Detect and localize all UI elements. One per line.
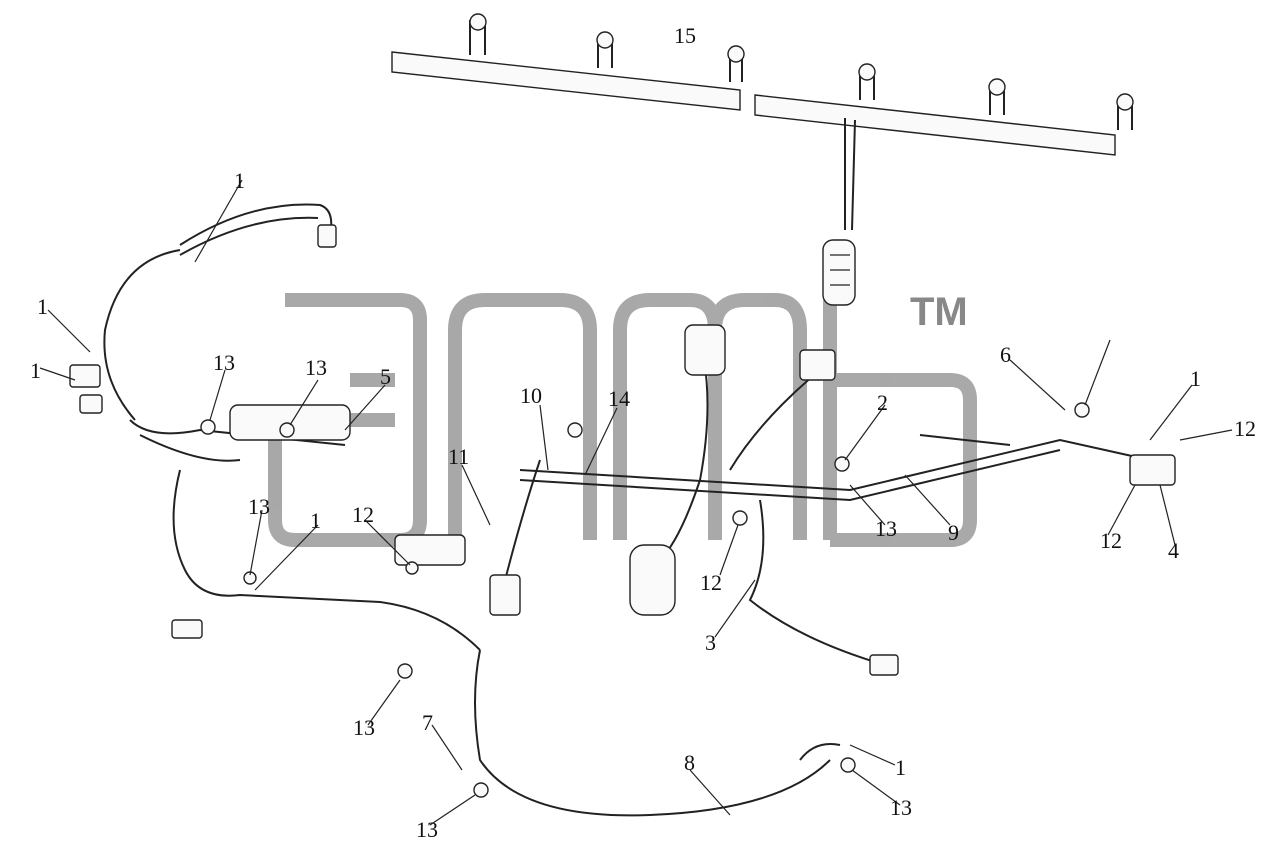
callout-1: 1: [895, 755, 906, 780]
callout-8: 8: [684, 750, 695, 775]
callout-9: 9: [948, 520, 959, 545]
callout-14: 14: [608, 386, 630, 411]
callout-7: 7: [422, 710, 433, 735]
callout-12: 12: [352, 502, 374, 527]
callout-13: 13: [890, 795, 912, 820]
callout-5: 5: [380, 364, 391, 389]
callout-13: 13: [875, 516, 897, 541]
callout-15: 15: [674, 23, 696, 48]
callout-1: 1: [310, 508, 321, 533]
callout-13: 13: [248, 494, 270, 519]
callout-13: 13: [213, 350, 235, 375]
callout-13: 13: [416, 817, 438, 842]
callout-3: 3: [705, 630, 716, 655]
callout-6: 6: [1000, 342, 1011, 367]
callout-11: 11: [448, 444, 469, 469]
callout-12: 12: [700, 570, 722, 595]
watermark-trademark: TM: [910, 290, 968, 334]
callout-1: 1: [1190, 366, 1201, 391]
callout-1: 1: [37, 294, 48, 319]
callout-13: 13: [353, 715, 375, 740]
injector-rail-harness: [391, 13, 1134, 306]
callout-10: 10: [520, 383, 542, 408]
leader-lines: [39, 179, 1233, 826]
callout-12: 12: [1234, 416, 1256, 441]
callout-13: 13: [305, 355, 327, 380]
main-harness: [69, 203, 1176, 817]
callout-2: 2: [877, 390, 888, 415]
callout-4: 4: [1168, 538, 1179, 563]
watermark-logo: [268, 293, 977, 547]
callout-12: 12: [1100, 528, 1122, 553]
callout-labels: 15 1 1 1 13 13 5 10 14 11 12 13 1 12 3 2…: [30, 23, 1256, 842]
callout-1: 1: [30, 358, 41, 383]
callout-1: 1: [234, 168, 245, 193]
injector-connector: [469, 13, 1134, 130]
